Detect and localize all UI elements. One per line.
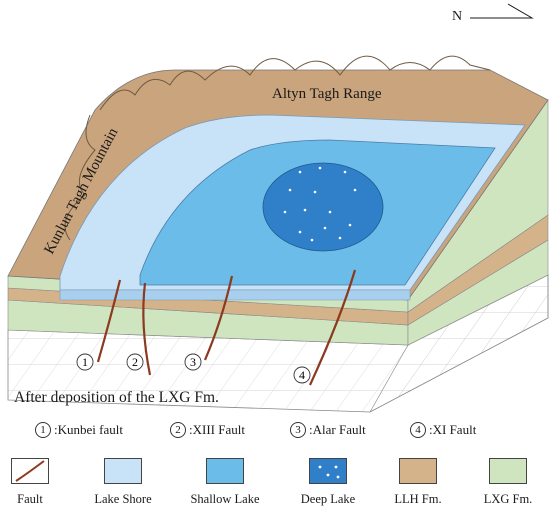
fault-legend-2: 2:XIII Fault [170, 422, 245, 438]
legend-lxg-swatch [489, 458, 527, 484]
mountain-ridges-side [64, 114, 96, 241]
fault-marker-3: 3 [190, 355, 196, 369]
caption: After deposition of the LXG Fm. [14, 389, 219, 406]
legend-deep-lake-label: Deep Lake [300, 492, 356, 506]
fault-legend-2-name: :XIII Fault [189, 422, 245, 437]
legend-fault-swatch [11, 458, 49, 484]
deep-lake [262, 162, 384, 252]
legend-lxg-label: LXG Fm. [483, 492, 533, 506]
legend-lxg: LXG Fm. [473, 458, 543, 507]
legend-llh: LLH Fm. [383, 458, 453, 507]
legend-shallow-lake-swatch [206, 458, 244, 484]
fault-3 [203, 275, 234, 361]
fault-1 [96, 279, 122, 363]
label-altyn: Altyn Tagh Range [272, 86, 382, 102]
fault-legend-3: 3:Alar Fault [290, 422, 366, 438]
north-arrow: N [452, 3, 534, 24]
fault-legend-3-num: 3 [290, 422, 306, 438]
fault-marker-1: 1 [82, 355, 88, 369]
lake-front [59, 289, 411, 301]
legend-lake-shore-swatch [104, 458, 142, 484]
fault-legend-4: 4:XI Fault [410, 422, 476, 438]
fault-legend-1-name: :Kunbei fault [54, 422, 123, 437]
fault-legend-4-name: :XI Fault [429, 422, 477, 437]
legend-shallow-lake-label: Shallow Lake [190, 492, 260, 506]
fault-legend-4-num: 4 [410, 422, 426, 438]
fault-legend-3-name: :Alar Fault [309, 422, 366, 437]
fault-marker-2: 2 [132, 355, 138, 369]
fault-legend-1-num: 1 [35, 422, 51, 438]
fault-2 [142, 282, 152, 376]
legend-deep-lake-swatch [309, 458, 347, 484]
block-diagram: 1 2 3 4 Kunlun Tagh Mountain Altyn Tagh … [7, 3, 549, 413]
fault-legend-1: 1:Kunbei fault [35, 422, 123, 438]
north-arrow-icon [470, 3, 534, 19]
north-label: N [452, 9, 462, 24]
legend-lake-shore-label: Lake Shore [94, 492, 152, 506]
legend-llh-swatch [399, 458, 437, 484]
mountain-ridges [99, 55, 491, 111]
faults [96, 269, 357, 386]
legend-llh-label: LLH Fm. [394, 492, 442, 506]
fault-legend-2-num: 2 [170, 422, 186, 438]
fault-marker-4: 4 [299, 368, 305, 382]
legend-deep-lake: Deep Lake [293, 458, 363, 507]
legend-fault-label: Fault [17, 492, 43, 506]
legend-shallow-lake: Shallow Lake [190, 458, 260, 507]
fault-4 [309, 269, 357, 386]
legend-fault: Fault [0, 458, 65, 507]
fault-markers: 1 2 3 4 [76, 353, 311, 384]
deep-lake-dots [283, 166, 357, 242]
legend-lake-shore: Lake Shore [88, 458, 158, 507]
